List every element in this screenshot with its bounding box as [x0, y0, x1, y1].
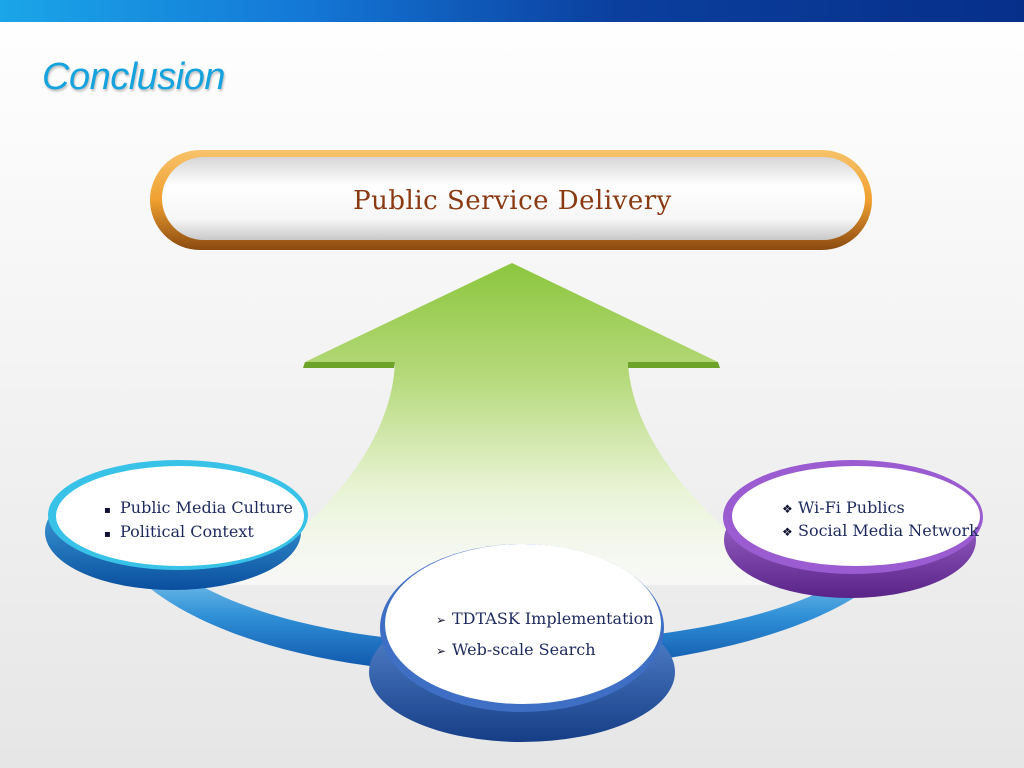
right-node-face	[732, 466, 980, 566]
left-node-list: ▪Public Media Culture ▪Political Context	[104, 497, 293, 545]
left-node-face	[56, 466, 304, 566]
diamond-bullet-icon: ❖	[782, 502, 793, 516]
square-bullet-icon: ▪	[104, 529, 111, 540]
list-item: ➢Web-scale Search	[436, 635, 654, 666]
arrow-bullet-icon: ➢	[436, 613, 447, 627]
list-item: ➢TDTASK Implementation	[436, 604, 654, 635]
bottom-node-list: ➢TDTASK Implementation ➢Web-scale Search	[436, 604, 654, 666]
arrow-bullet-icon: ➢	[436, 644, 447, 658]
top-accent-bar	[0, 0, 1024, 22]
list-item: ❖Wi-Fi Publics	[782, 497, 979, 520]
upward-arrow	[225, 263, 800, 585]
bottom-node-face	[385, 544, 661, 704]
right-node-list: ❖Wi-Fi Publics ❖Social Media Network	[782, 497, 979, 543]
banner-label: Public Service Delivery	[353, 186, 672, 216]
upward-arrow-edge	[303, 362, 720, 368]
square-bullet-icon: ▪	[104, 505, 111, 516]
list-item: ▪Public Media Culture	[104, 497, 293, 521]
slide-title: Conclusion	[42, 56, 226, 98]
diamond-bullet-icon: ❖	[782, 525, 793, 539]
connector-arc	[140, 560, 890, 674]
banner-body	[162, 157, 865, 240]
list-item: ▪Political Context	[104, 521, 293, 545]
list-item: ❖Social Media Network	[782, 520, 979, 543]
